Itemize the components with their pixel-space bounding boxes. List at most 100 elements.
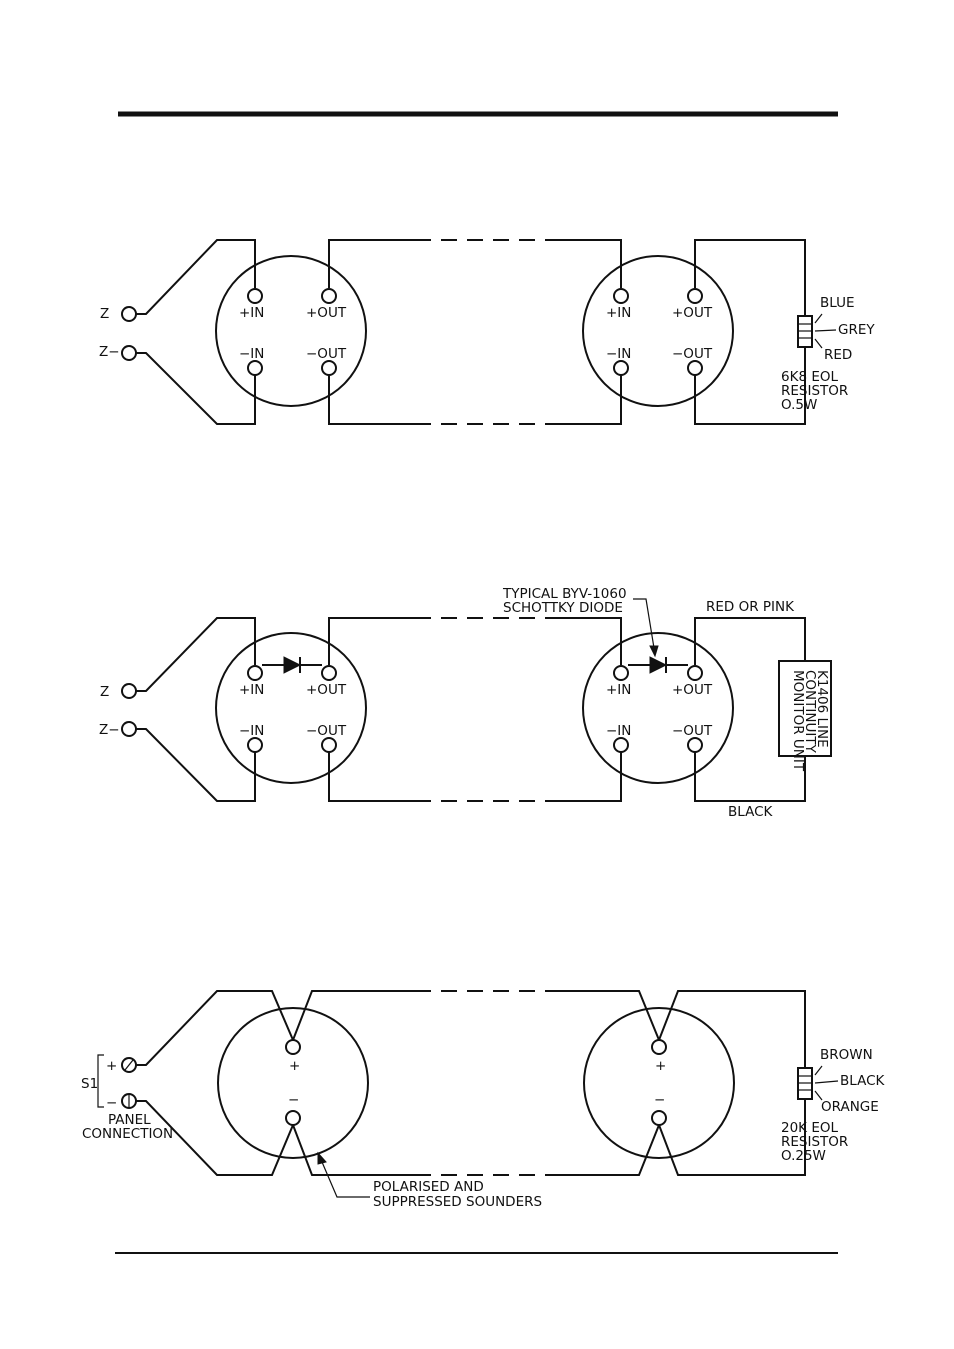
zone-plus-terminal (121, 683, 137, 699)
s1-minus-label: − (106, 1095, 117, 1111)
top-wire-label: RED OR PINK (706, 599, 795, 615)
band-label: ORANGE (821, 1099, 879, 1115)
eol-minus-wire (694, 347, 806, 425)
zone-minus-terminal (121, 345, 137, 361)
sounder-caption-line: POLARISED AND (373, 1179, 484, 1195)
resistor-caption-line: O.5W (781, 397, 817, 413)
panel-plus-wire (136, 990, 294, 1066)
monitor-label-line: MONITOR UNIT (790, 670, 806, 772)
in-plus-wire-right (548, 990, 660, 1041)
sounder-minus-terminal (285, 1110, 301, 1126)
out-minus-wire (328, 752, 415, 802)
detector-base-right (582, 632, 734, 784)
label-in-plus: +IN (606, 682, 631, 698)
detector-base-left (215, 255, 367, 407)
diode-caption-line: SCHOTTKY DIODE (503, 600, 623, 616)
resistor-caption-line: RESISTOR (781, 383, 848, 399)
s1-label: S1 (81, 1076, 98, 1092)
zone-minus-label: Z− (99, 344, 120, 360)
leader-arrowhead (317, 1151, 327, 1165)
monitor-label-line: CONTINUITY (802, 670, 818, 754)
in-plus-wire-right (548, 239, 622, 288)
terminal-in-plus (613, 665, 629, 681)
diode-icon (649, 656, 668, 674)
leader-arrowhead (649, 645, 659, 658)
diode-icon (283, 656, 302, 674)
terminal-in-minus (247, 360, 263, 376)
label-in-minus: −IN (606, 346, 631, 362)
sounder-minus-label: − (654, 1092, 665, 1108)
sounder-plus-label: + (289, 1058, 300, 1074)
sounder-plus-terminal (285, 1039, 301, 1055)
out-plus-wire (328, 617, 415, 665)
terminal-out-minus (321, 737, 337, 753)
zone-minus-terminal (121, 721, 137, 737)
zone-plus-label: Z (100, 684, 109, 700)
resistor-caption-line: 6K8 EOL (781, 369, 838, 385)
bottom-wire-label: BLACK (728, 804, 774, 820)
sounder-left (217, 1007, 369, 1159)
sounder-plus-label: + (655, 1058, 666, 1074)
diagram-line-monitor: Z Z− +IN +OUT −IN −OUT (99, 586, 832, 820)
out-plus-wire (328, 239, 415, 288)
resistor-caption-line: RESISTOR (781, 1134, 848, 1150)
terminal-in-plus (247, 288, 263, 304)
panel-minus-wire (136, 1100, 294, 1176)
band-label: BROWN (820, 1047, 873, 1063)
through-plus-wire (292, 990, 415, 1041)
terminal-out-plus (687, 288, 703, 304)
label-in-minus: −IN (606, 723, 631, 739)
label-out-minus: −OUT (672, 723, 713, 739)
label-out-plus: +OUT (306, 682, 347, 698)
s1-plus-label: + (106, 1058, 117, 1074)
diode-caption-line: TYPICAL BYV-1060 (502, 586, 627, 602)
detector-base-left (215, 632, 367, 784)
diagram-eol-resistor: Z Z− +IN +OUT −IN −OUT +IN +OUT −IN −OUT (99, 239, 875, 425)
sounder-leader-line (321, 1161, 370, 1198)
detector-base-right (582, 255, 734, 407)
label-out-plus: +OUT (672, 682, 713, 698)
terminal-in-plus (613, 288, 629, 304)
panel-caption-line: CONNECTION (82, 1126, 173, 1142)
band-label: RED (824, 347, 852, 363)
label-out-minus: −OUT (306, 346, 347, 362)
in-minus-wire-right (548, 375, 622, 425)
zone-plus-label: Z (100, 306, 109, 322)
diagram-sounder-circuit: + − S1 PANEL CONNECTION + − + − (81, 990, 886, 1210)
terminal-in-minus (613, 360, 629, 376)
monitor-minus-wire (694, 752, 806, 802)
label-out-plus: +OUT (306, 305, 347, 321)
label-in-minus: −IN (239, 346, 264, 362)
band-label: BLACK (840, 1073, 886, 1089)
sounder-plus-terminal (651, 1039, 667, 1055)
zone-plus-terminal (121, 306, 137, 322)
zone-minus-label: Z− (99, 722, 120, 738)
eol-plus-wire (694, 239, 806, 316)
label-out-minus: −OUT (306, 723, 347, 739)
terminal-out-plus (321, 665, 337, 681)
s1-bracket (97, 1054, 104, 1108)
zone-plus-wire (136, 617, 256, 692)
label-in-plus: +IN (239, 305, 264, 321)
terminal-in-plus (247, 665, 263, 681)
eol-plus-wire (658, 990, 806, 1068)
monitor-label-line: K1406 LINE (814, 670, 830, 748)
terminal-out-minus (687, 360, 703, 376)
monitor-plus-wire (694, 617, 806, 665)
band-label: BLUE (820, 295, 855, 311)
eol-minus-wire (658, 1099, 806, 1176)
sounder-minus-label: − (288, 1092, 299, 1108)
terminal-out-plus (321, 288, 337, 304)
zone-minus-wire (136, 728, 256, 802)
terminal-out-plus (687, 665, 703, 681)
terminal-out-minus (321, 360, 337, 376)
label-in-plus: +IN (239, 682, 264, 698)
label-out-minus: −OUT (672, 346, 713, 362)
sounder-right (583, 1007, 735, 1159)
label-in-minus: −IN (239, 723, 264, 739)
line-monitor-unit (778, 660, 832, 757)
panel-caption-line: PANEL (108, 1112, 151, 1128)
terminal-in-minus (613, 737, 629, 753)
sounder-caption-line: SUPPRESSED SOUNDERS (373, 1194, 542, 1210)
